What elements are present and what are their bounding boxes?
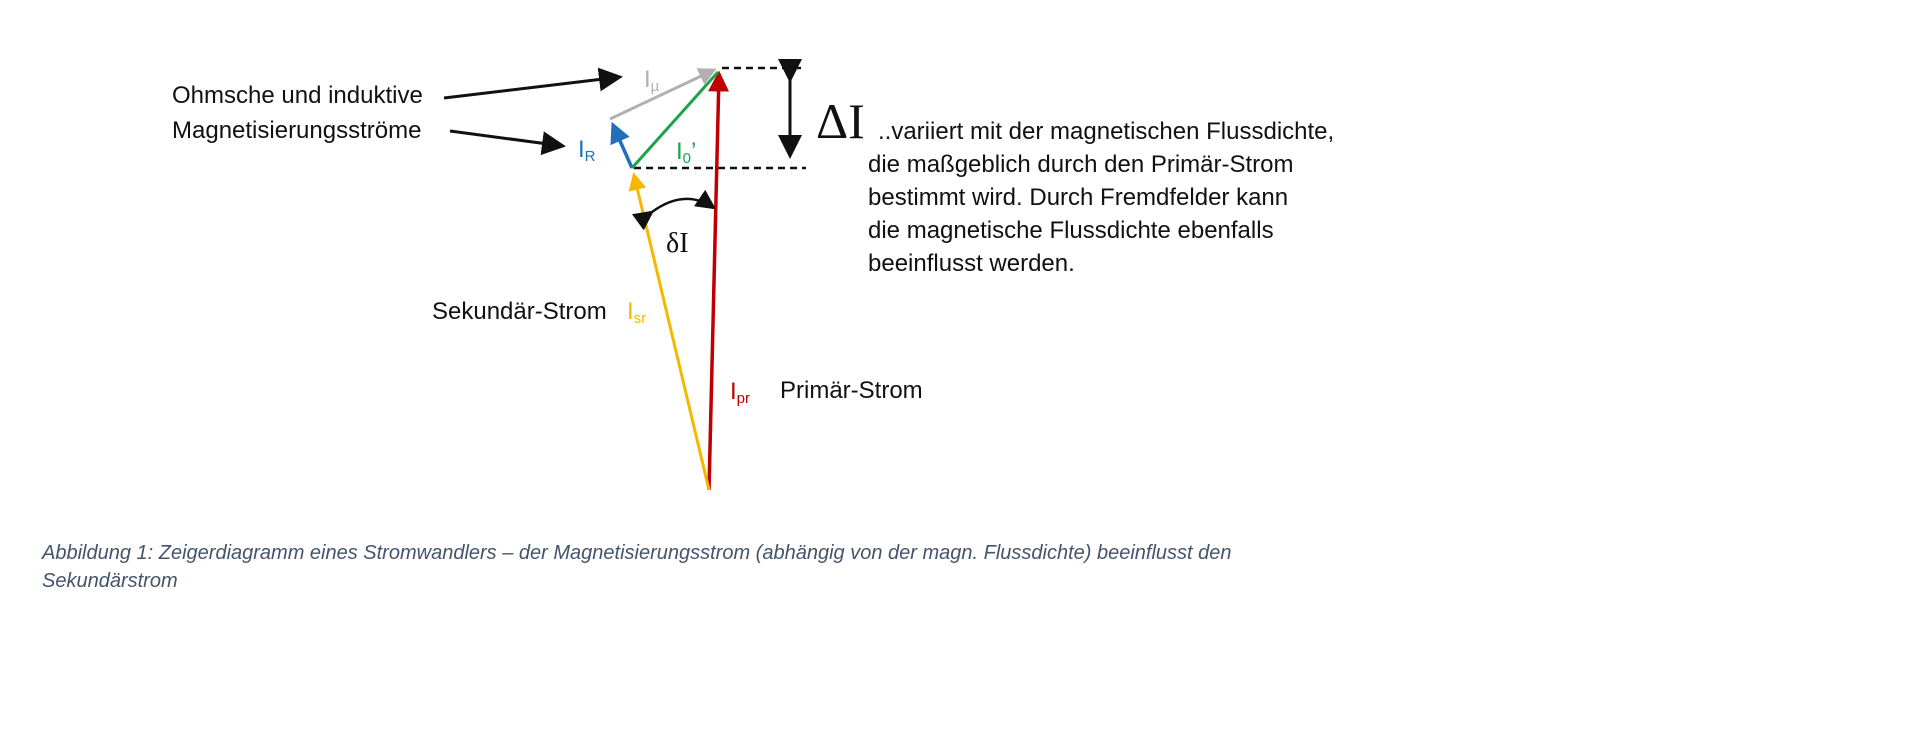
explanation-line4: die magnetische Flussdichte ebenfalls <box>868 217 1274 244</box>
label-sub: 0 <box>682 150 692 167</box>
pointer-arrow-ohmic <box>449 129 566 156</box>
label-suffix: ’ <box>691 138 697 165</box>
label-main: I <box>730 378 737 405</box>
label-sub: pr <box>736 390 751 407</box>
label-i-mu: Iµ <box>644 66 660 95</box>
caption-line2: Sekundärstrom <box>42 570 178 592</box>
vector-magnetizing <box>609 68 717 121</box>
label-i-zero: I0’ <box>676 138 697 167</box>
label-main: I <box>644 66 651 93</box>
secondary-current-label: Sekundär-Strom <box>432 298 607 325</box>
pointer-arrow-inductive <box>443 67 623 100</box>
vector-i0 <box>630 70 720 170</box>
label-sub: R <box>584 148 596 165</box>
explanation-line5: beeinflusst werden. <box>868 250 1075 277</box>
label-i-pr: Ipr <box>730 378 751 407</box>
caption-line1: Abbildung 1: Zeigerdiagramm eines Stromw… <box>42 542 1232 564</box>
label-main: I <box>627 298 634 325</box>
label-sub: sr <box>633 310 647 327</box>
left-label-line2: Magnetisierungsströme <box>172 117 422 144</box>
angle-arc-arrow <box>631 189 717 231</box>
explanation-line1: ..variiert mit der magnetischen Flussdic… <box>878 118 1335 145</box>
delta-i-symbol: ΔI <box>816 93 865 149</box>
label-main: I <box>578 136 585 163</box>
primary-current-label: Primär-Strom <box>780 377 923 404</box>
explanation-line2: die maßgeblich durch den Primär-Strom <box>868 151 1294 178</box>
label-i-r: IR <box>578 136 596 165</box>
explanation-line3: bestimmt wird. Durch Fremdfelder kann <box>868 184 1289 211</box>
delta-small-symbol: δI <box>666 228 689 259</box>
left-label-line1: Ohmsche und induktive <box>172 82 423 109</box>
label-sub: µ <box>650 78 660 95</box>
label-i-sr: Isr <box>627 298 647 327</box>
vector-primary <box>707 70 730 491</box>
label-main: I <box>676 138 683 165</box>
vector-secondary <box>628 172 711 491</box>
vector-ohmic <box>610 121 634 169</box>
